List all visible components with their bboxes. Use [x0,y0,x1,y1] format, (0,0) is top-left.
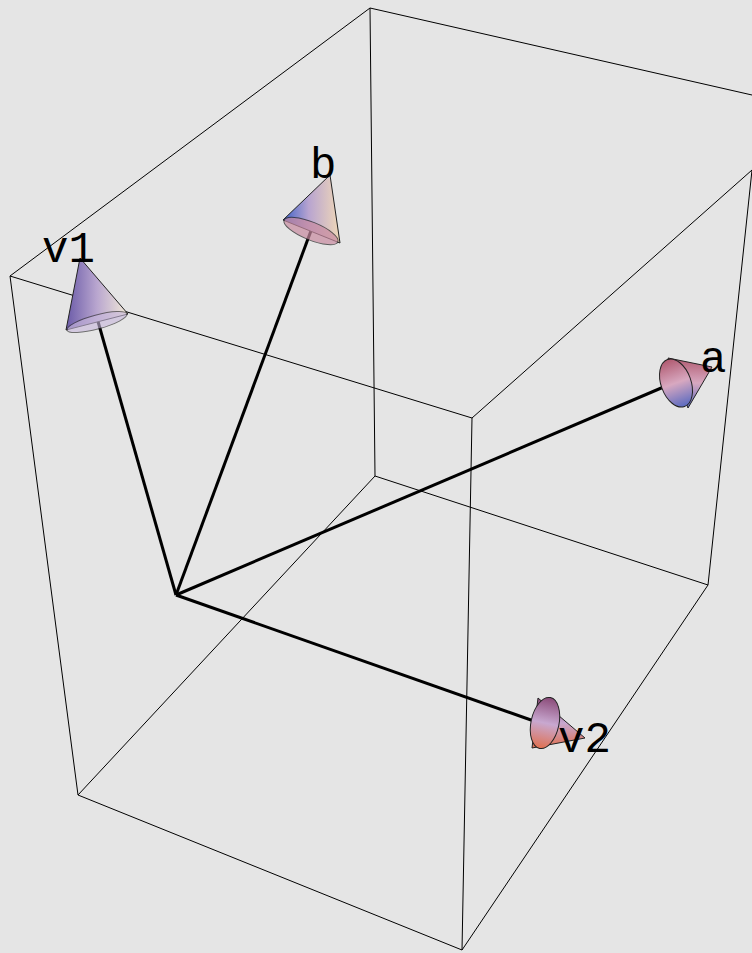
bounding-box [10,8,752,950]
vector-label: v2 [556,718,613,762]
vector-label: a [698,338,728,382]
vector-shafts [97,228,680,726]
vector-label: b [308,144,338,188]
arrow-cones [65,175,712,751]
vector-label: v1 [40,228,97,272]
